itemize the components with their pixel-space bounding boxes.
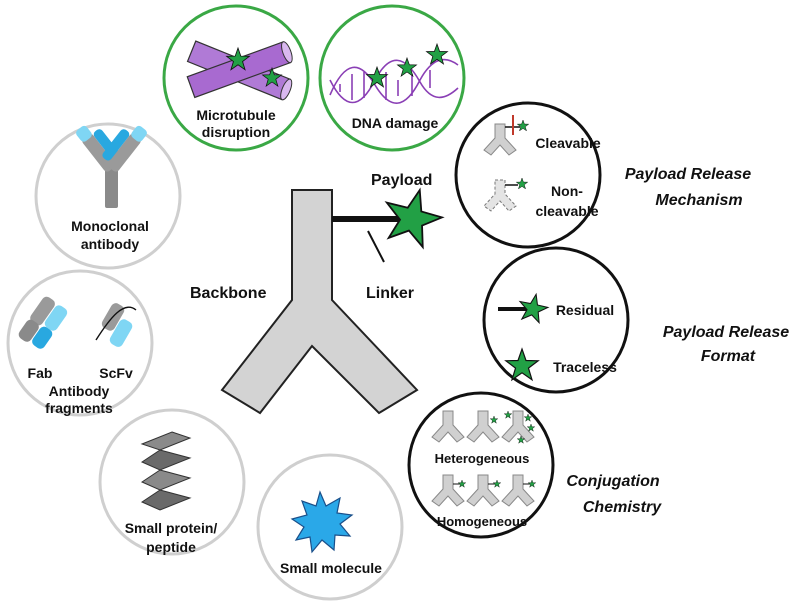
microtubule-circle: Microtubule disruption — [162, 4, 310, 152]
homogeneous-label: Homogeneous — [437, 514, 527, 529]
antibody-icon — [76, 125, 147, 208]
backbone-label: Backbone — [190, 285, 267, 302]
noncleavable-label-2: cleavable — [535, 203, 598, 219]
fragments-circle: Fab ScFv Antibody fragments — [6, 269, 154, 417]
protein-circle: Small protein/ peptide — [98, 408, 246, 556]
monoclonal-circle: Monoclonal antibody — [34, 122, 182, 270]
monoclonal-label-2: antibody — [81, 236, 140, 252]
fragments-label-1: Antibody — [49, 383, 110, 399]
conjugation-title-2: Chemistry — [583, 499, 662, 516]
traceless-label: Traceless — [553, 359, 617, 375]
dna-icon — [329, 58, 459, 104]
cleavable-icon — [483, 115, 529, 156]
release-mechanism-title-2: Mechanism — [655, 192, 742, 209]
release-format-title-2: Format — [701, 348, 756, 365]
dna-circle: DNA damage — [318, 4, 466, 152]
fragments-label-2: fragments — [45, 400, 113, 416]
small-molecule-label: Small molecule — [280, 560, 382, 576]
release-mechanism-circle: Cleavable Non- cleavable — [454, 101, 602, 249]
small-molecule-icon — [290, 490, 354, 554]
protein-label-2: peptide — [146, 539, 196, 555]
protein-label-1: Small protein/ — [125, 520, 218, 536]
fab-label: Fab — [28, 365, 53, 381]
small-molecule-circle: Small molecule — [256, 453, 404, 601]
conjugation-circle: Heterogeneous Homogeneous — [407, 391, 555, 539]
backbone-shape — [220, 189, 419, 415]
microtubule-label-1: Microtubule — [196, 107, 276, 123]
linker-pointer — [367, 230, 385, 263]
microtubule-icon — [186, 40, 293, 101]
release-mechanism-title-1: Payload Release — [625, 166, 751, 183]
heterogeneous-label: Heterogeneous — [435, 451, 530, 466]
microtubule-label-2: disruption — [202, 124, 270, 140]
scfv-icon — [95, 303, 137, 347]
payload-label: Payload — [371, 172, 432, 189]
release-format-circle: Residual Traceless — [482, 246, 630, 394]
helix-icon — [140, 431, 192, 511]
scfv-label: ScFv — [99, 365, 133, 381]
fab-icon — [18, 296, 68, 349]
linker-label: Linker — [366, 285, 414, 302]
homogeneous-icon — [431, 474, 538, 507]
conjugation-title-1: Conjugation — [566, 473, 660, 490]
residual-label: Residual — [556, 302, 614, 318]
noncleavable-icon — [483, 178, 528, 212]
release-format-title-1: Payload Release — [663, 324, 789, 341]
dna-label: DNA damage — [352, 115, 439, 131]
noncleavable-label-1: Non- — [551, 183, 583, 199]
cleavable-label: Cleavable — [535, 135, 601, 151]
monoclonal-label-1: Monoclonal — [71, 218, 149, 234]
